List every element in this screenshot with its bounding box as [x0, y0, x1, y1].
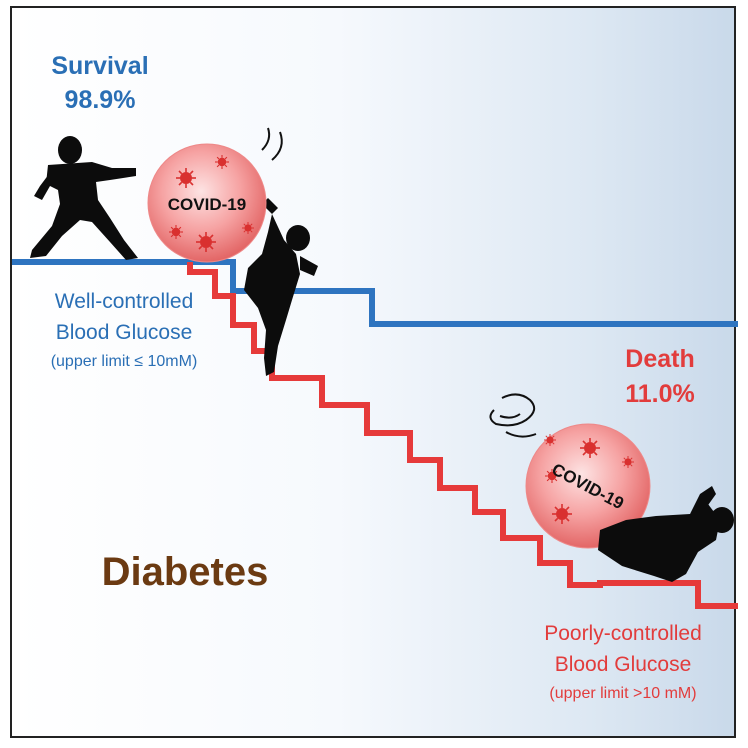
well-controlled-path	[12, 259, 738, 327]
standing-fighter-icon	[30, 136, 138, 260]
diagram-panel	[10, 6, 736, 738]
survival-label: Survival	[51, 52, 149, 80]
kicking-fighter-icon	[244, 198, 318, 376]
death-value: 11.0%	[625, 380, 695, 408]
poorly-controlled-path	[187, 262, 738, 609]
virus-label-top: COVID-19	[168, 195, 246, 214]
survival-value: 98.9%	[64, 86, 136, 114]
well-controlled-title: Well-controlled	[54, 290, 194, 313]
condition-label: Diabetes	[101, 550, 269, 594]
virus-ball-icon	[147, 143, 267, 263]
poorly-controlled-subtitle: Blood Glucose	[554, 653, 692, 676]
poorly-controlled-limit: (upper limit >10 mM)	[549, 685, 697, 702]
death-label: Death	[625, 345, 695, 373]
fallen-fighter-icon	[598, 486, 734, 582]
poorly-controlled-title: Poorly-controlled	[544, 622, 702, 645]
virus-ball-icon	[525, 423, 651, 549]
well-controlled-limit: (upper limit ≤ 10mM)	[50, 353, 198, 370]
well-controlled-subtitle: Blood Glucose	[55, 321, 193, 344]
wind-swirl-icon	[489, 393, 537, 438]
motion-lines-icon	[261, 127, 283, 161]
